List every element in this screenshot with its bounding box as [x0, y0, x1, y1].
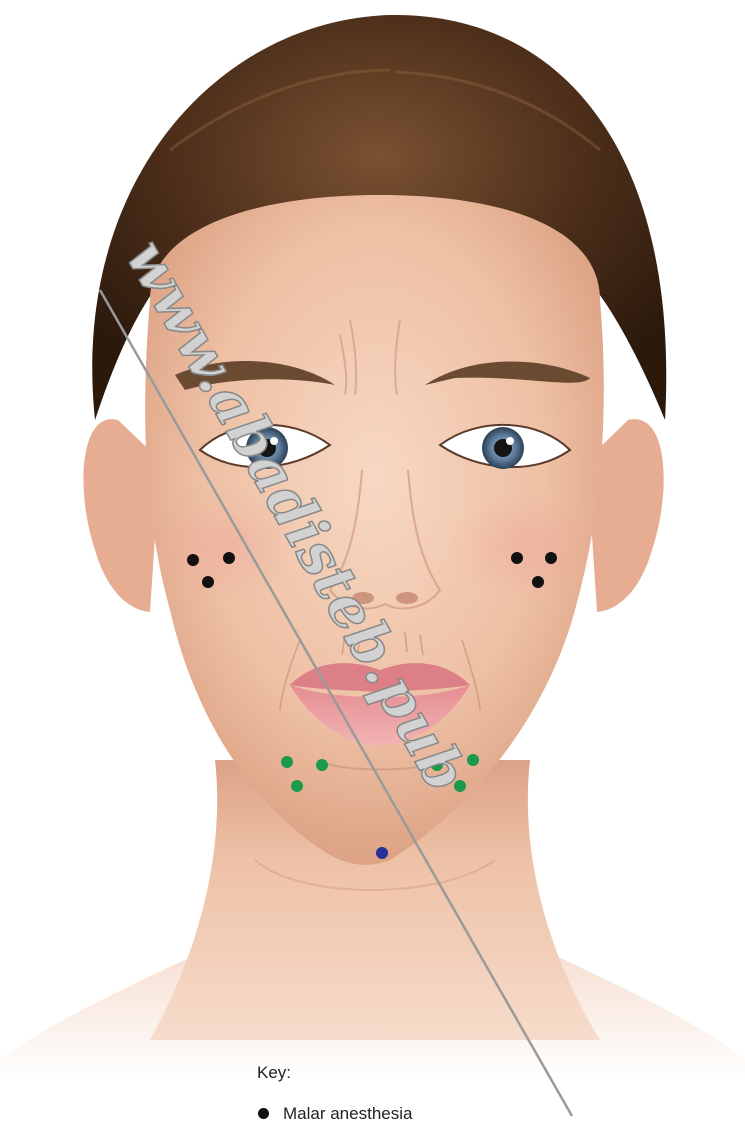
key-item-label: Malar anesthesia [283, 1104, 412, 1123]
injection-point [202, 576, 214, 588]
injection-points-chin-central [376, 847, 388, 859]
key-marker-dot [258, 1108, 269, 1119]
injection-point [187, 554, 199, 566]
injection-point [511, 552, 523, 564]
injection-point [281, 756, 293, 768]
injection-point [376, 847, 388, 859]
key-title: Key: [257, 1063, 291, 1083]
key-item-malar-anesthesia: Malar anesthesia [258, 1104, 412, 1124]
injection-point [532, 576, 544, 588]
face [145, 195, 604, 865]
injection-point [316, 759, 328, 771]
injection-point [223, 552, 235, 564]
injection-point [545, 552, 557, 564]
injection-point [291, 780, 303, 792]
